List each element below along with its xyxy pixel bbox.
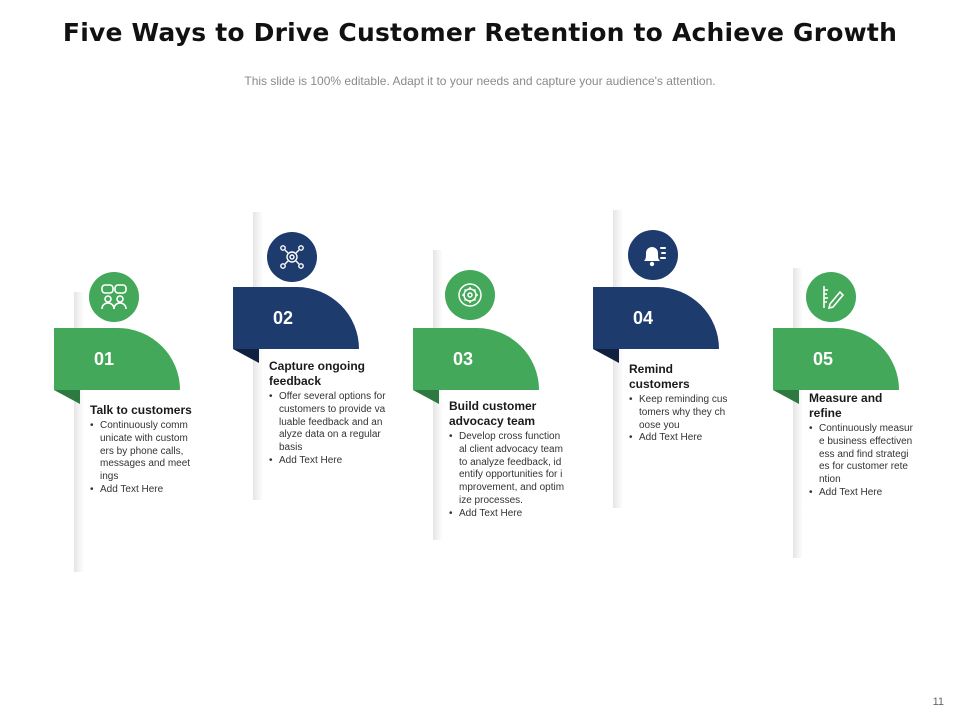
step-number-tab: 02 xyxy=(233,287,359,349)
step-text: Remind customers Keep reminding customer… xyxy=(629,362,729,445)
step-heading: Remind customers xyxy=(629,362,690,391)
card-shadow xyxy=(793,268,803,558)
bullet-list: Offer several options for customers to p… xyxy=(269,391,387,468)
step-number-tab: 03 xyxy=(413,328,539,390)
step-heading: Build customer advocacy team xyxy=(449,399,537,428)
bullet-item: Add Text Here xyxy=(629,432,729,445)
bell-notification-icon xyxy=(628,230,678,280)
bullet-list: Continuously measure business effectiven… xyxy=(809,423,913,500)
bullet-item: Continuously communicate with customers … xyxy=(90,420,192,484)
card-shadow xyxy=(74,292,84,572)
bullet-item: Add Text Here xyxy=(90,484,192,497)
page-number: 11 xyxy=(932,696,944,708)
step-heading: Measure and refine xyxy=(809,391,883,420)
step-heading: Capture ongoing feedback xyxy=(269,359,365,388)
tab-fold xyxy=(233,349,259,363)
bullet-item: Offer several options for customers to p… xyxy=(269,391,387,455)
step-number: 04 xyxy=(633,307,654,328)
bullet-item: Keep reminding customers why they choose… xyxy=(629,394,729,432)
step-number: 03 xyxy=(453,348,474,369)
step-number-tab: 01 xyxy=(54,328,180,390)
people-chat-icon xyxy=(89,272,139,322)
tab-fold xyxy=(593,349,619,363)
bullet-list: Keep reminding customers why they choose… xyxy=(629,394,729,445)
step-text: Capture ongoing feedback Offer several o… xyxy=(269,359,387,468)
ruler-pencil-icon xyxy=(806,272,856,322)
step-text: Build customer advocacy team Develop cro… xyxy=(449,399,565,521)
slide-subtitle: This slide is 100% editable. Adapt it to… xyxy=(244,74,716,88)
step-text: Measure and refine Continuously measure … xyxy=(809,391,913,500)
step-heading: Talk to customers xyxy=(90,403,192,417)
bullet-item: Add Text Here xyxy=(449,508,565,521)
bullet-item: Add Text Here xyxy=(269,455,387,468)
step-number: 05 xyxy=(813,348,834,369)
bullet-list: Develop cross functional client advocacy… xyxy=(449,431,565,521)
step-text: Talk to customers Continuously communica… xyxy=(90,403,192,497)
slide-title: Five Ways to Drive Customer Retention to… xyxy=(62,18,898,47)
step-number-tab: 04 xyxy=(593,287,719,349)
bullet-item: Develop cross functional client advocacy… xyxy=(449,431,565,508)
bullet-item: Continuously measure business effectiven… xyxy=(809,423,913,487)
tab-fold xyxy=(773,390,799,404)
step-number: 01 xyxy=(94,348,115,369)
feedback-network-icon xyxy=(267,232,317,282)
tab-fold xyxy=(54,390,80,404)
tab-fold xyxy=(413,390,439,404)
bullet-list: Continuously communicate with customers … xyxy=(90,420,192,497)
bullet-item: Add Text Here xyxy=(809,487,913,500)
gear-cycle-icon xyxy=(445,270,495,320)
step-number: 02 xyxy=(273,307,294,328)
step-number-tab: 05 xyxy=(773,328,899,390)
